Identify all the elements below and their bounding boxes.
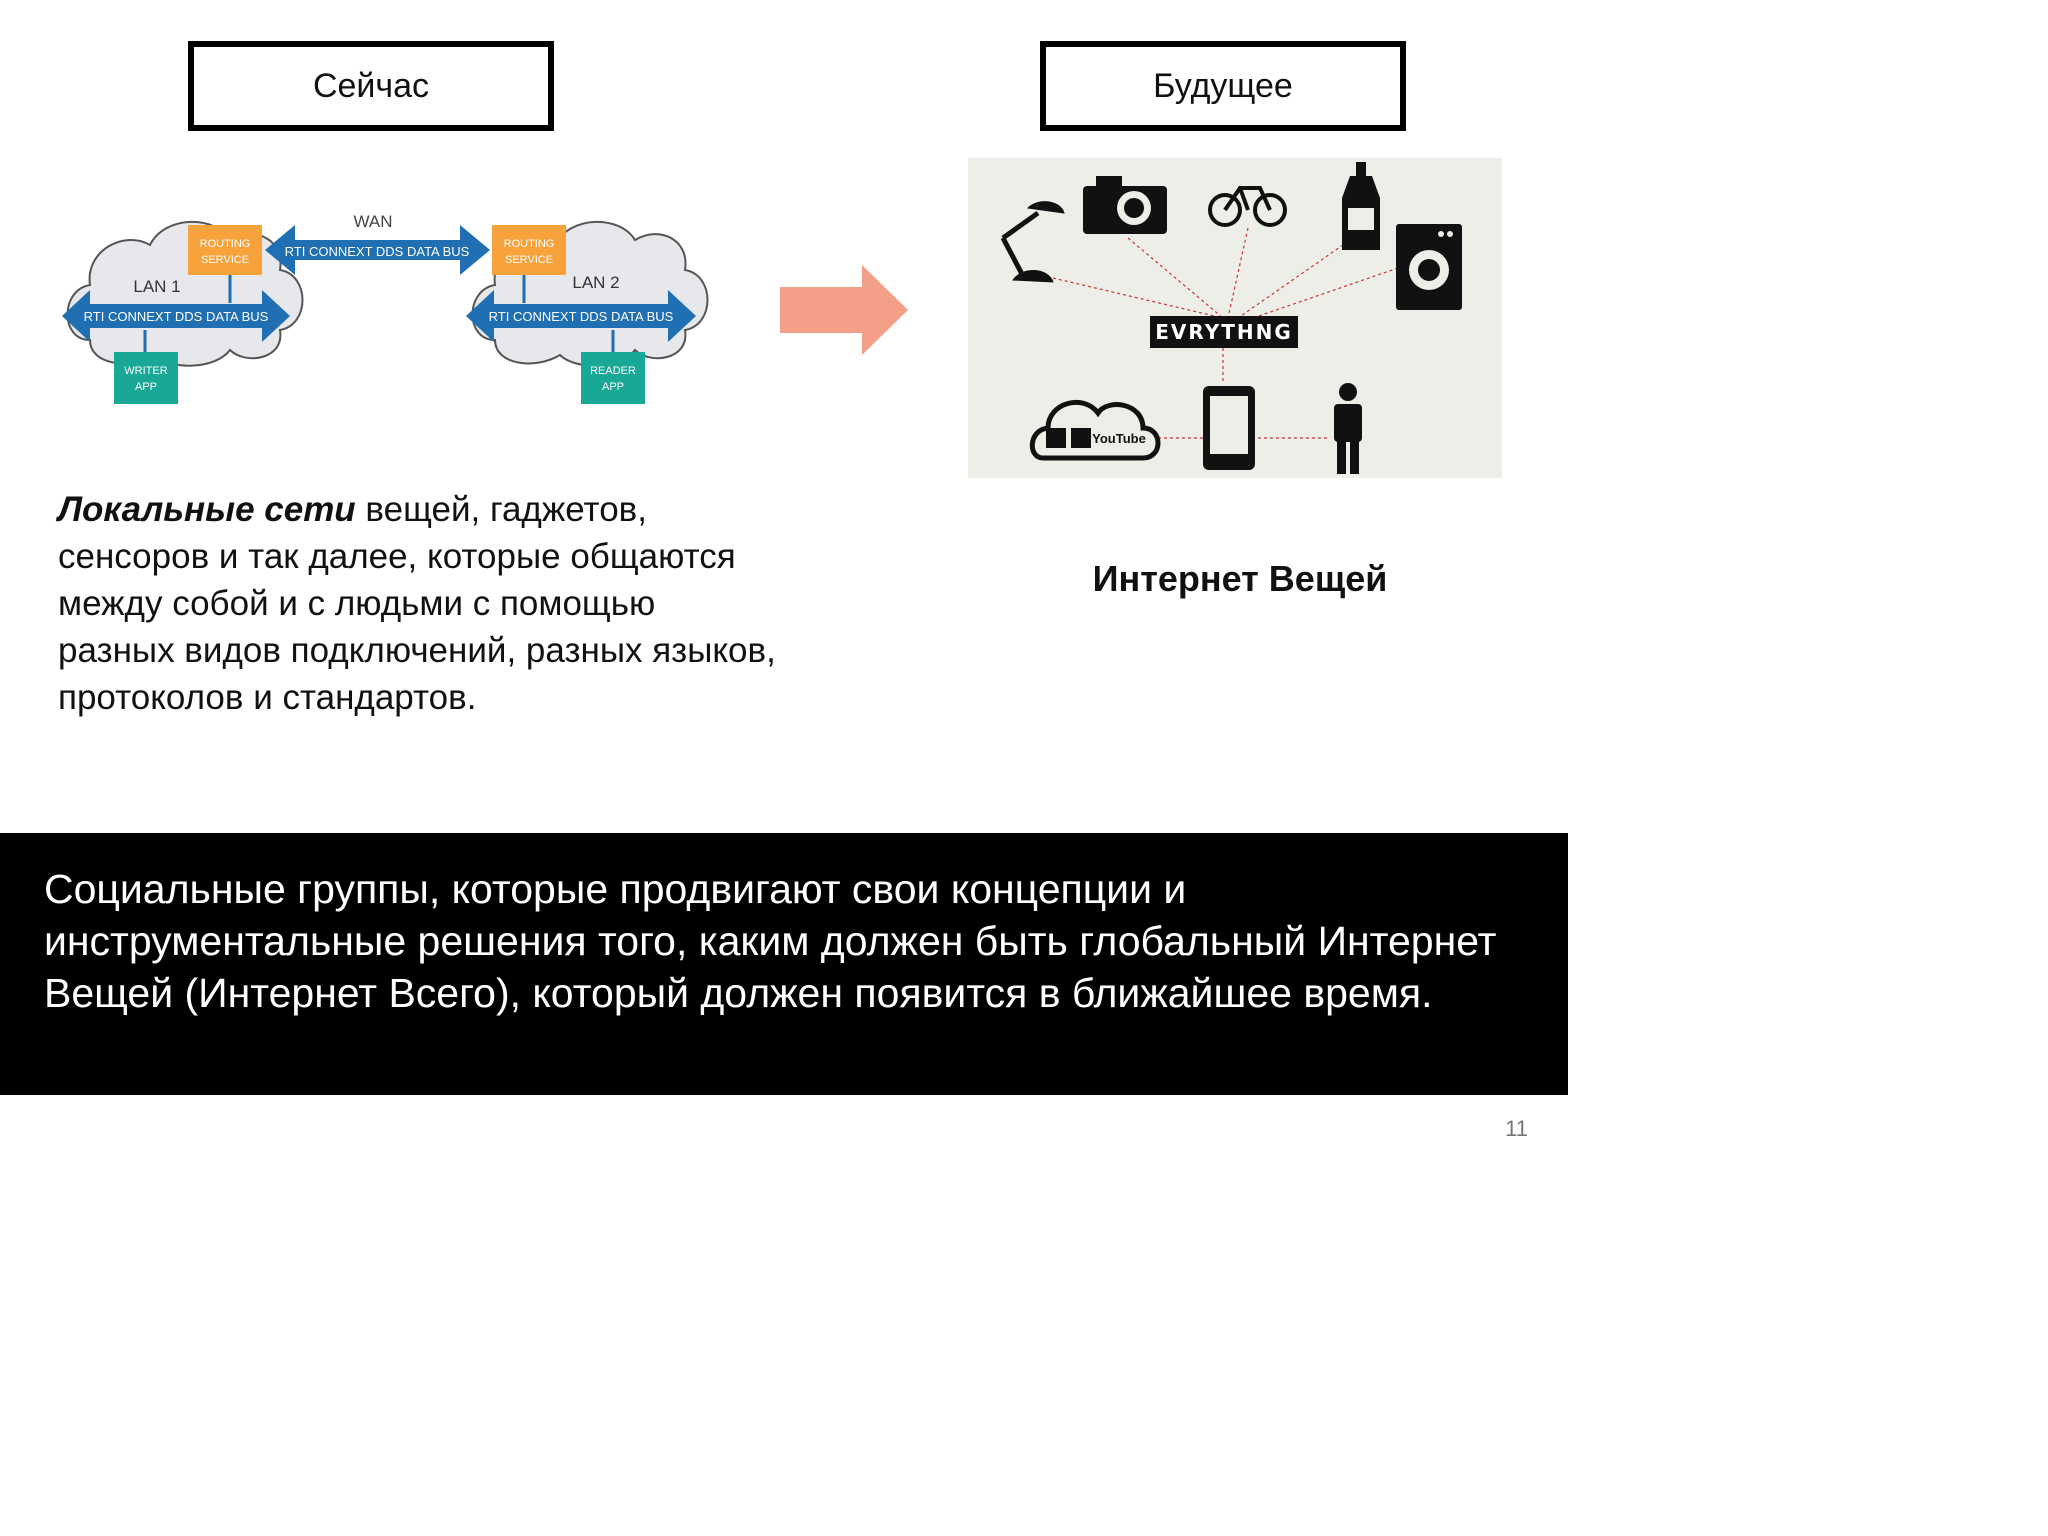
lamp-icon [1000,201,1065,283]
svg-text:WRITER: WRITER [124,365,167,377]
svg-text:SERVICE: SERVICE [201,254,249,266]
transition-arrow-icon [780,265,908,355]
camera-icon [1083,176,1167,234]
wan-label: WAN [353,212,392,231]
washing-machine-icon [1396,224,1462,310]
wan-bus-arrow: RTI CONNEXT DDS DATA BUS [265,225,490,275]
reader-app: READER APP [581,352,645,404]
wan-bus-label: RTI CONNEXT DDS DATA BUS [285,244,470,259]
page-number: 11 [1505,1116,1528,1141]
social-cloud-icon: YouTube [1029,399,1161,461]
description-rest: вещей, гаджетов, сенсоров и так далее, к… [58,490,776,717]
twitter-icon [1071,428,1091,448]
svg-text:SERVICE: SERVICE [505,254,553,266]
now-label: Сейчас [312,66,430,105]
evrythng-hub: EVRYTHNG [1150,316,1298,348]
bicycle-icon [1208,186,1287,227]
lan2-bus-arrow: RTI CONNEXT DDS DATA BUS [466,290,696,342]
lan2-label: LAN 2 [572,273,619,292]
svg-text:APP: APP [602,381,624,393]
iot-illustration: EVRYTHNG YouTube [968,158,1502,478]
svg-text:READER: READER [590,365,636,377]
evrythng-label: EVRYTHNG [1155,320,1292,344]
youtube-logo: YouTube [1092,431,1146,446]
bottle-icon [1342,162,1380,250]
svg-text:ROUTING: ROUTING [200,238,251,250]
routing-service-2: ROUTING SERVICE [492,225,566,275]
lan1-bus-arrow: RTI CONNEXT DDS DATA BUS [62,290,290,342]
iot-title: Интернет Вещей [1092,558,1388,599]
banner-text: Социальные группы, которые продвигают св… [44,866,1497,1016]
bottom-banner: Социальные группы, которые продвигают св… [0,833,1568,1095]
future-label: Будущее [1153,66,1293,105]
local-networks-description: Локальные сети вещей, гаджетов, сенсоров… [58,486,778,721]
lan2-bus-label: RTI CONNEXT DDS DATA BUS [489,309,674,324]
svg-text:ROUTING: ROUTING [504,238,555,250]
writer-app: WRITER APP [114,352,178,404]
svg-text:APP: APP [135,381,157,393]
now-label-box: Сейчас [188,41,554,131]
lan1-label: LAN 1 [133,277,180,296]
dds-network-diagram: WAN RTI CONNEXT DDS DATA BUS ROUTING SER… [62,212,709,404]
facebook-icon [1046,428,1066,448]
lan1-bus-label: RTI CONNEXT DDS DATA BUS [84,309,269,324]
description-bold: Локальные сети [58,490,356,529]
person-icon [1334,383,1362,474]
lan1-cloud [66,220,304,367]
routing-service-1: ROUTING SERVICE [188,225,262,275]
future-label-box: Будущее [1040,41,1406,131]
phone-icon [1203,386,1255,470]
